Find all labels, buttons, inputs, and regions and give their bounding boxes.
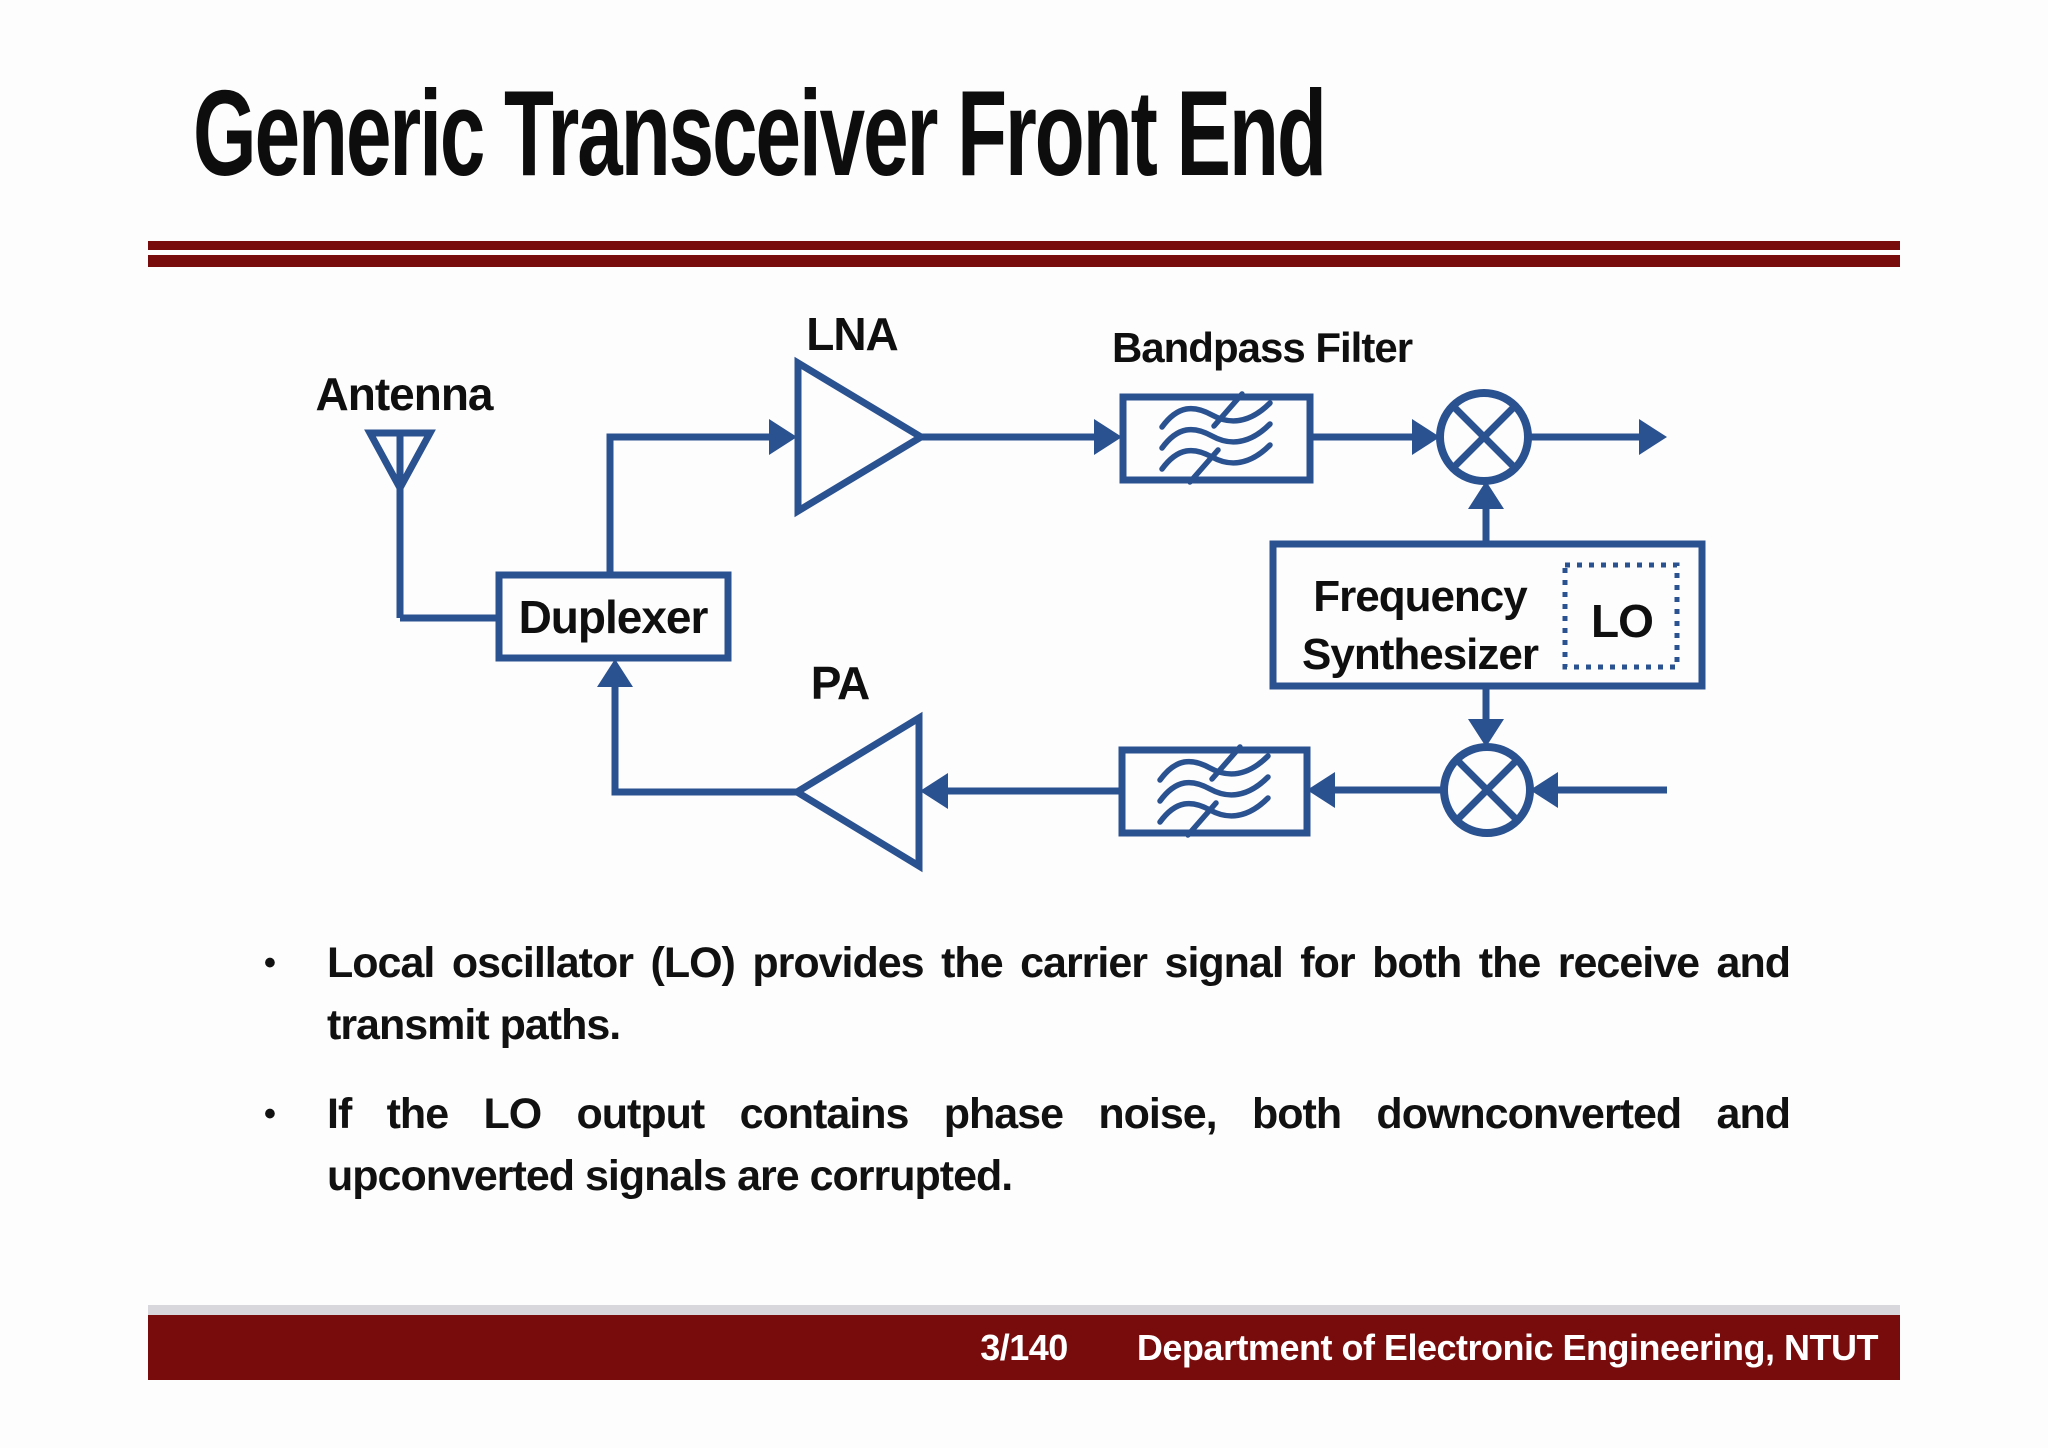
tx-filter-block — [1118, 747, 1311, 835]
wire-tx-input — [1530, 772, 1667, 808]
bullet-marker: • — [264, 1095, 276, 1133]
bullet-list: • Local oscillator (LO) provides the car… — [264, 932, 1791, 1234]
freq-synth-label-line1: Frequency — [1313, 572, 1528, 621]
tx-mixer-icon — [1440, 743, 1534, 837]
wire-tx-mixer-to-filter — [1307, 772, 1444, 808]
bullet-item-1: • Local oscillator (LO) provides the car… — [264, 932, 1791, 1056]
wire-lna-to-bandpass-filter — [921, 419, 1122, 455]
duplexer-label: Duplexer — [519, 591, 709, 643]
antenna-icon — [364, 429, 499, 622]
footer-shadow-line — [148, 1305, 1900, 1315]
bullet-text-1: Local oscillator (LO) provides the carri… — [327, 939, 1791, 1049]
bandpass-filter-label: Bandpass Filter — [1112, 324, 1413, 371]
footer-bar: 3/140 Department of Electronic Engineeri… — [148, 1315, 1900, 1380]
lna-label: LNA — [806, 308, 898, 360]
wire-duplexer-to-lna — [606, 419, 797, 575]
lo-dotted-box — [1562, 562, 1680, 670]
pa-amplifier-icon — [790, 711, 923, 873]
bullet-marker: • — [264, 944, 276, 982]
wire-synth-to-tx-mixer — [1468, 686, 1504, 747]
bullet-item-2: • If the LO output contains phase noise,… — [264, 1083, 1791, 1207]
wire-bandpass-to-rx-mixer — [1310, 419, 1440, 455]
lna-amplifier-icon — [794, 356, 928, 518]
bullet-text-2: If the LO output contains phase noise, b… — [327, 1090, 1791, 1200]
title-rule-bottom — [148, 255, 1900, 267]
pa-label: PA — [811, 657, 870, 709]
lo-label: LO — [1591, 595, 1653, 647]
wire-pa-to-duplexer — [597, 659, 797, 796]
page-number: 3/140 — [980, 1327, 1068, 1368]
wire-filter-to-pa — [920, 773, 1122, 809]
title-rule-top — [148, 241, 1900, 250]
antenna-label: Antenna — [316, 368, 494, 420]
freq-synth-label-line2: Synthesizer — [1302, 630, 1539, 679]
bandpass-filter-block — [1119, 394, 1314, 482]
footer-department: Department of Electronic Engineering, NT… — [1136, 1327, 1879, 1368]
wire-synth-to-rx-mixer — [1468, 481, 1504, 544]
wire-rx-output — [1528, 419, 1667, 455]
slide-title: Generic Transceiver Front End — [193, 65, 1327, 201]
rx-mixer-icon — [1436, 389, 1532, 485]
